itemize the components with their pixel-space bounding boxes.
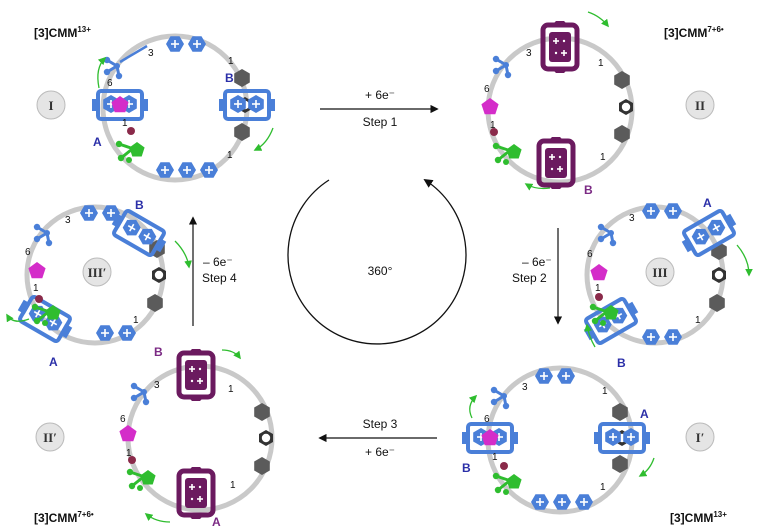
svg-text:1: 1 (228, 56, 234, 67)
station-label-b-iii-prime: B (135, 198, 144, 212)
step-3-arrow-group: Step 3 + 6e⁻ (318, 417, 437, 459)
station-label-a-iii-prime: A (49, 355, 58, 369)
rotation-cycle-arrow (287, 179, 467, 345)
svg-text:1: 1 (227, 150, 233, 161)
step-1-label: Step 1 (363, 115, 398, 129)
step-1-arrow-group: + 6e⁻ Step 1 (320, 88, 439, 129)
svg-text:6: 6 (587, 249, 593, 260)
svg-text:1: 1 (598, 58, 604, 69)
svg-text:1: 1 (595, 283, 601, 294)
svg-text:6: 6 (25, 247, 31, 258)
svg-text:3: 3 (526, 48, 532, 59)
svg-text:1: 1 (695, 315, 701, 326)
step-1-reagent: + 6e⁻ (365, 88, 395, 102)
title-top-right: [3]CMM7+6• (664, 25, 724, 40)
step-4-arrow-group: – 6e⁻ Step 4 (188, 216, 237, 326)
svg-text:III: III (652, 265, 667, 280)
svg-text:1: 1 (133, 315, 139, 326)
state-III-badge: III (645, 257, 675, 287)
svg-text:6: 6 (107, 78, 113, 89)
station-label-b-ii: B (584, 183, 593, 197)
svg-text:1: 1 (126, 448, 132, 459)
station-label-a-ii-prime: A (212, 515, 221, 529)
state-I-prime-molecule: 3 6 1 1 1 B A (462, 365, 655, 515)
svg-text:1: 1 (490, 120, 496, 131)
step-4-label: Step 4 (202, 271, 237, 285)
svg-text:1: 1 (33, 283, 39, 294)
svg-text:6: 6 (484, 84, 490, 95)
svg-text:6: 6 (120, 414, 126, 425)
svg-text:1: 1 (600, 482, 606, 493)
svg-text:6: 6 (484, 414, 490, 425)
svg-text:1: 1 (492, 452, 498, 463)
svg-text:1: 1 (122, 118, 128, 129)
svg-text:1: 1 (228, 384, 234, 395)
title-bottom-right: [3]CMM13+ (670, 510, 727, 525)
svg-text:3: 3 (522, 382, 528, 393)
state-II-prime-molecule: 3 6 1 1 1 B A (119, 345, 275, 529)
step-3-reagent: + 6e⁻ (365, 445, 395, 459)
step-3-label: Step 3 (363, 417, 398, 431)
svg-text:I: I (48, 98, 53, 113)
svg-text:3: 3 (629, 213, 635, 224)
station-label-a-iii: A (703, 196, 712, 210)
svg-text:1: 1 (600, 152, 606, 163)
station-label-b: B (225, 71, 234, 85)
svg-text:II: II (695, 98, 705, 113)
state-II-molecule: 3 6 1 1 1 B (481, 11, 635, 197)
station-label-b-ii-prime: B (154, 345, 163, 359)
title-top-left: [3]CMM13+ (34, 25, 91, 40)
rotation-angle-label: 360° (368, 264, 393, 278)
station-label-b-iii: B (617, 356, 626, 370)
station-label-a: A (93, 135, 102, 149)
station-label-a-i-prime: A (640, 407, 649, 421)
svg-text:1: 1 (602, 386, 608, 397)
step-4-reagent: – 6e⁻ (203, 255, 233, 269)
state-I-badge: I (36, 90, 66, 120)
svg-text:I′: I′ (696, 430, 705, 445)
state-I-prime-badge: I′ (685, 422, 715, 452)
state-III-prime-molecule: 3 6 1 1 B A (6, 198, 192, 369)
state-II-prime-badge: II′ (35, 422, 65, 452)
step-2-reagent: – 6e⁻ (522, 255, 552, 269)
svg-text:II′: II′ (43, 430, 57, 445)
step-2-arrow-group: – 6e⁻ Step 2 (512, 228, 563, 325)
state-III-prime-badge: III′ (82, 257, 112, 287)
svg-text:III′: III′ (88, 265, 107, 280)
state-I-molecule: 3 6 1 1 1 A B (92, 33, 275, 183)
svg-text:3: 3 (65, 215, 71, 226)
state-III-molecule: 3 6 1 1 A B (580, 196, 753, 370)
svg-text:3: 3 (148, 48, 154, 59)
step-2-label: Step 2 (512, 271, 547, 285)
state-II-badge: II (685, 90, 715, 120)
svg-text:1: 1 (230, 480, 236, 491)
title-bottom-left: [3]CMM7+6• (34, 510, 94, 525)
station-label-b-i-prime: B (462, 461, 471, 475)
svg-text:3: 3 (154, 380, 160, 391)
